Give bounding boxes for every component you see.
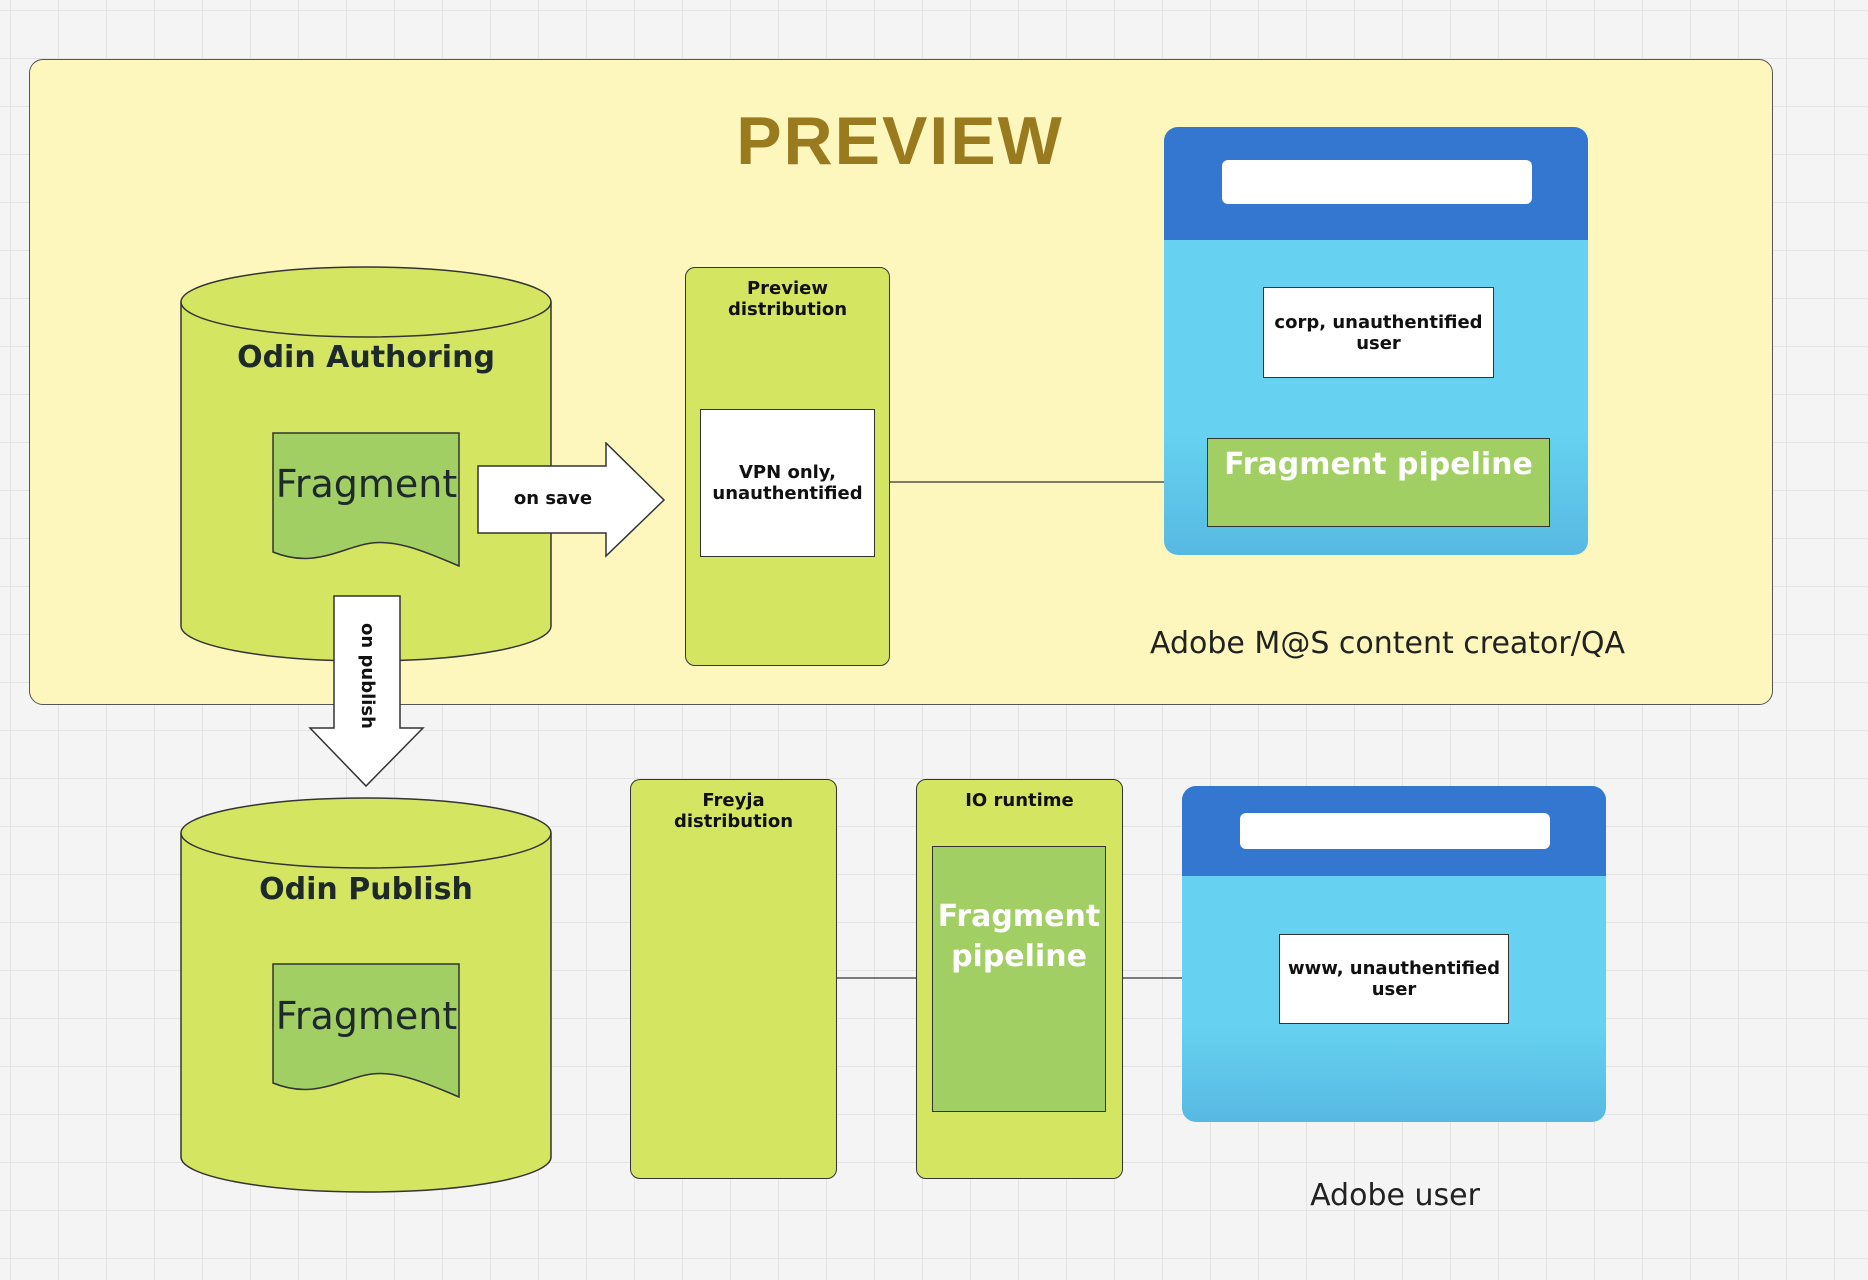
preview-distribution-title: Preview distribution bbox=[727, 278, 848, 320]
freyja-distribution-column bbox=[630, 779, 837, 1179]
vpn-only-box: VPN only, unauthentified bbox=[700, 409, 875, 557]
io-fragment-pipeline: Fragment pipeline bbox=[932, 846, 1106, 1112]
publish-fragment-label: Fragment bbox=[275, 994, 458, 1038]
authoring-fragment-shape bbox=[272, 432, 460, 568]
io-runtime-title: IO runtime bbox=[965, 790, 1074, 811]
on-save-arrow-shape bbox=[477, 442, 666, 558]
on-publish-label: on publish bbox=[357, 623, 378, 729]
on-publish-arrow-shape bbox=[308, 595, 425, 788]
public-browser-caption: Adobe user bbox=[1310, 1178, 1480, 1213]
preview-fragment-pipeline: Fragment pipeline bbox=[1207, 438, 1550, 527]
public-browser-address-bar bbox=[1240, 813, 1550, 849]
www-user-box: www, unauthentified user bbox=[1279, 934, 1509, 1024]
freyja-distribution-title: Freyja distribution bbox=[673, 790, 794, 832]
preview-title: PREVIEW bbox=[736, 103, 1064, 179]
on-save-label: on save bbox=[513, 488, 593, 509]
publish-fragment-shape bbox=[272, 963, 460, 1099]
publish-db-title: Odin Publish bbox=[259, 872, 473, 907]
preview-browser-caption: Adobe M@S content creator/QA bbox=[1150, 626, 1625, 661]
corp-user-box: corp, unauthentified user bbox=[1263, 287, 1494, 378]
preview-browser-address-bar bbox=[1222, 160, 1532, 204]
authoring-fragment-label: Fragment bbox=[275, 462, 458, 506]
authoring-db-title: Odin Authoring bbox=[237, 340, 495, 375]
